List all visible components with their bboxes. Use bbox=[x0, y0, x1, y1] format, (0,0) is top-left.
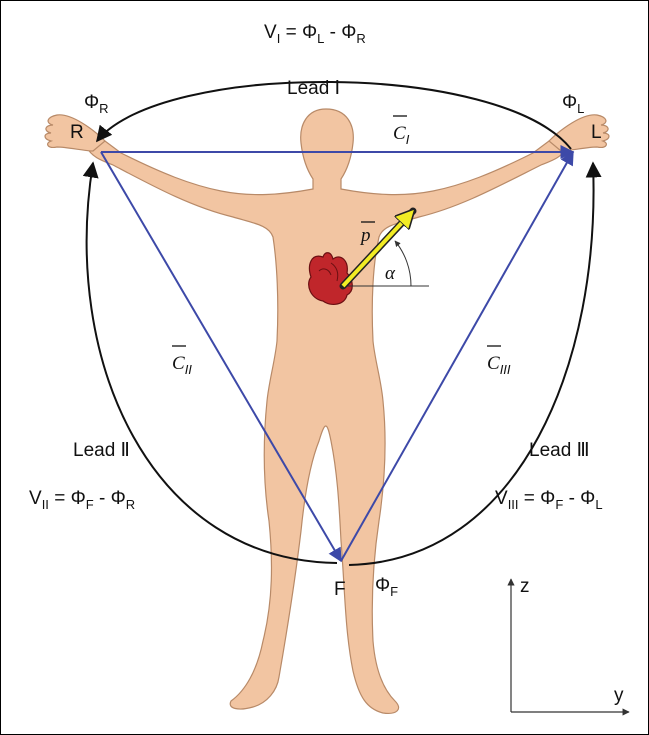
electrode-right-label: R bbox=[70, 122, 84, 143]
lead1-label: Lead Ⅰ bbox=[287, 78, 340, 99]
svg-text:CI: CI bbox=[393, 123, 410, 147]
potential-right: ΦR bbox=[84, 92, 109, 116]
potential-foot: ΦF bbox=[375, 575, 398, 599]
electrode-left-label: L bbox=[591, 122, 602, 143]
axis-y-label: y bbox=[614, 685, 624, 706]
vector-c3-label: CIII bbox=[487, 346, 511, 377]
lead3-label: Lead Ⅲ bbox=[529, 440, 590, 461]
lead1-equation: VI = ΦL - ΦR bbox=[264, 22, 366, 46]
body-silhouette bbox=[87, 109, 568, 713]
svg-text:CIII: CIII bbox=[487, 353, 511, 377]
angle-alpha-label: α bbox=[385, 263, 396, 284]
z-y-axes-icon bbox=[511, 579, 629, 712]
vector-c1-label: CI bbox=[393, 116, 410, 147]
potential-left: ΦL bbox=[562, 92, 584, 116]
axis-z-label: z bbox=[520, 576, 530, 597]
svg-text:CII: CII bbox=[172, 353, 192, 377]
human-body bbox=[87, 109, 568, 713]
lead2-label: Lead Ⅱ bbox=[73, 440, 130, 461]
lead3-equation: VIII = ΦF - ΦL bbox=[495, 488, 603, 512]
lead2-equation: VII = ΦF - ΦR bbox=[29, 488, 135, 512]
vector-c2-label: CII bbox=[172, 346, 192, 377]
svg-text:p: p bbox=[359, 225, 371, 246]
angle-arc bbox=[395, 241, 411, 286]
electrode-foot-label: F bbox=[334, 579, 346, 600]
